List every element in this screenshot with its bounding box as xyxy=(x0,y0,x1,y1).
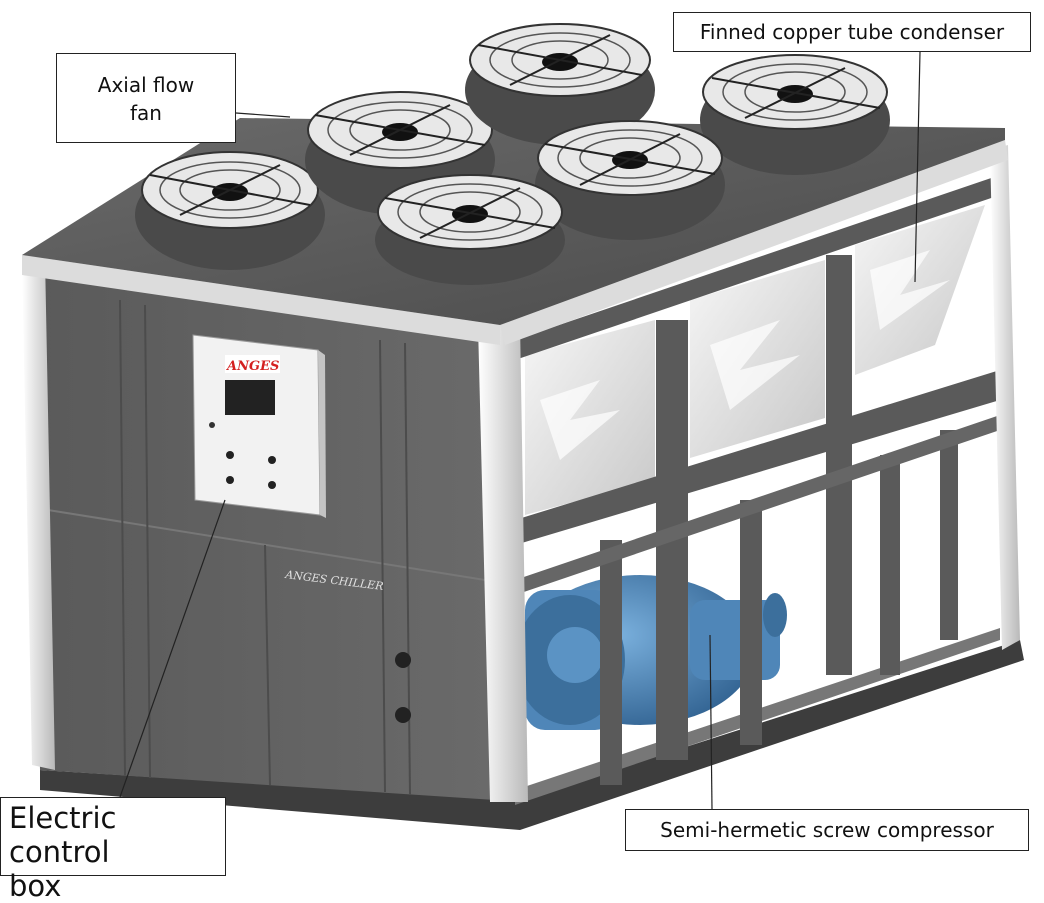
top-beam-front xyxy=(22,255,500,345)
corner-post-front-left xyxy=(22,255,55,770)
leader-condenser xyxy=(914,51,921,283)
compressor-label: Semi-hermetic screw compressor xyxy=(660,818,994,842)
front-panel xyxy=(30,260,495,800)
axial-fan-4 xyxy=(700,54,890,175)
condenser-coil-2 xyxy=(690,260,825,458)
control-box-label-line2: box xyxy=(9,869,62,903)
corner-post-right xyxy=(990,145,1020,650)
control-box-logo: ANGES xyxy=(225,359,279,374)
screw-compressor xyxy=(515,575,787,730)
chiller-illustration: ANGES CHILLER ANGES xyxy=(22,23,1024,830)
leader-fan xyxy=(235,112,291,118)
side-frame xyxy=(515,175,1000,785)
control-box-label-line1: Electric control xyxy=(9,801,117,869)
compressor-callout: Semi-hermetic screw compressor xyxy=(625,809,1029,851)
electric-control-box: ANGES xyxy=(192,334,326,518)
axial-fan-label-line2: fan xyxy=(130,101,162,125)
control-box-callout: Electric control box xyxy=(0,797,226,903)
corner-post-front-right xyxy=(478,322,528,802)
axial-fan-3 xyxy=(465,23,655,145)
top-beam-side xyxy=(500,140,1008,345)
axial-fan-1 xyxy=(135,151,325,270)
axial-fan-6 xyxy=(375,174,565,285)
axial-fan-callout: Axial flow fan xyxy=(56,53,236,143)
condenser-callout: Finned copper tube condenser xyxy=(673,12,1031,52)
axial-fan-5 xyxy=(535,120,725,240)
leader-control-box xyxy=(119,499,226,798)
leader-compressor xyxy=(709,634,713,810)
condenser-label: Finned copper tube condenser xyxy=(699,20,1005,44)
axial-fan-label-line1: Axial flow xyxy=(97,73,195,97)
